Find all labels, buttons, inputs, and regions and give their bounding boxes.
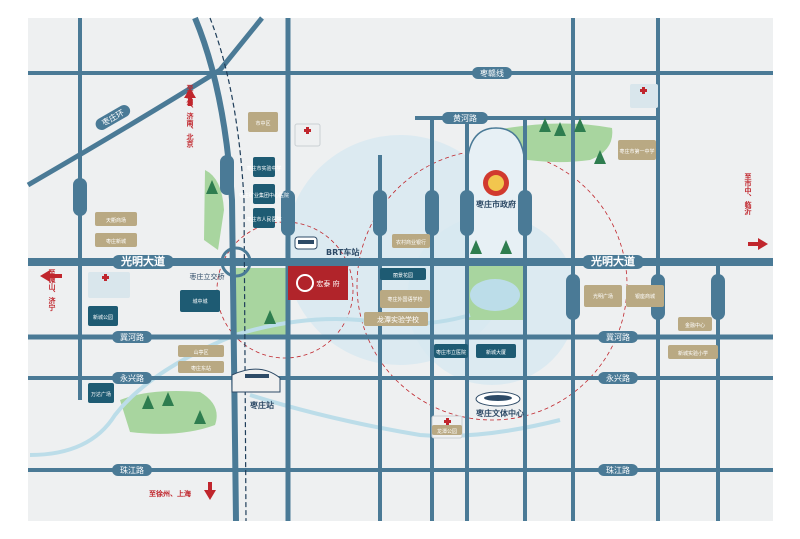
government-emblem-icon: [483, 170, 509, 196]
poi-label: 枣庄市实验中学: [246, 165, 281, 172]
road-label-yongxing-right: 永兴路: [598, 372, 638, 384]
direction-south: 至徐州、上海: [149, 489, 191, 498]
railway: [209, 17, 247, 522]
poi-label: 枣庄矿业集团中心医院: [239, 192, 289, 199]
station-label: 枣庄站: [249, 400, 274, 410]
svg-text:冀河路: 冀河路: [606, 332, 630, 342]
arrow-east-icon: [748, 238, 768, 250]
school-tag: 龙潭实验学校: [364, 312, 428, 326]
road-label-guangming-right: 光明大道: [582, 254, 644, 269]
project-marker[interactable]: 宏泰 府: [288, 266, 348, 300]
poi-label: 山亭区: [193, 349, 208, 356]
stadium-icon: [475, 391, 521, 407]
poi-label: 枣庄外国语学校: [387, 296, 422, 303]
hospital-icon: [102, 87, 647, 425]
poi-label: 新城实验小学: [678, 350, 708, 357]
poi-label: 天衢商场: [106, 217, 126, 224]
train-icon: [231, 368, 281, 393]
poi-label: 枣庄东站: [191, 365, 211, 372]
svg-text:枣赣线: 枣赣线: [480, 68, 504, 78]
poi-label: 银座商城: [635, 293, 655, 300]
poi-label: 枣庄新城: [106, 238, 126, 245]
svg-text:珠江路: 珠江路: [120, 465, 144, 475]
tree-icons: [142, 118, 606, 424]
poi-label: 新城大厦: [486, 349, 506, 356]
svg-text:珠江路: 珠江路: [606, 465, 630, 475]
road-label-huanghe: 黄河路: [442, 112, 488, 124]
arrow-west-icon: [40, 270, 62, 282]
poi-label: 万达广场: [91, 391, 111, 398]
interchange-label: 枣庄立交桥: [190, 272, 225, 281]
arrow-south-icon: [204, 482, 216, 500]
svg-text:龙潭实验学校: 龙潭实验学校: [377, 315, 419, 324]
gov-label: 枣庄市政府: [475, 199, 516, 209]
brt-bus-icon: [294, 236, 318, 250]
poi-label: 金融中心: [685, 322, 705, 329]
poi-label: 丽景花园: [393, 272, 413, 279]
direction-north: 至滕州、济南、北京: [186, 85, 195, 149]
road-label-jihe-right: 冀河路: [598, 331, 638, 343]
poi-label: 枣庄市人民医院: [246, 216, 281, 223]
poi-label: 农村商业银行: [396, 239, 426, 246]
interchange-ring: [220, 246, 252, 278]
road-label-zhujiang-right: 珠江路: [598, 464, 638, 476]
park-southwest: [120, 391, 217, 434]
direction-east: 至市中、临沂: [744, 173, 752, 216]
river-2: [249, 393, 561, 438]
svg-text:永兴路: 永兴路: [606, 373, 630, 383]
poi-label: 枣庄市立医院: [436, 349, 466, 356]
poi-label: 新城公园: [93, 314, 113, 321]
poi-label: 市中区: [255, 120, 270, 127]
svg-text:冀河路: 冀河路: [120, 332, 144, 342]
poi-label: 光明广场: [593, 293, 613, 300]
arrow-north-icon: [184, 88, 196, 106]
svg-text:永兴路: 永兴路: [120, 373, 144, 383]
brt-label: BRT车站: [326, 247, 359, 257]
road-label-top: 枣赣线: [472, 67, 512, 79]
svg-text:光明大道: 光明大道: [120, 254, 165, 268]
poi-label: 城中城: [192, 298, 207, 305]
diagonal-road: [26, 16, 264, 188]
poi-label: 枣庄市第一中学: [619, 148, 654, 155]
road-label-yongxing: 永兴路: [112, 372, 152, 384]
road-label-jihe: 冀河路: [112, 331, 152, 343]
svg-text:光明大道: 光明大道: [590, 254, 635, 268]
poi-label: 龙潭公园: [437, 428, 457, 435]
road-label-zhujiang: 珠江路: [112, 464, 152, 476]
road-label-guangming: 光明大道: [112, 254, 174, 269]
svg-text:宏泰 府: 宏泰 府: [316, 279, 339, 288]
direction-west: 至微山、济宁: [48, 269, 57, 312]
svg-text:黄河路: 黄河路: [453, 113, 477, 123]
lake: [470, 279, 520, 311]
dashed-radius: [356, 149, 628, 421]
sports-label: 枣庄文体中心: [475, 408, 524, 418]
poi-markers: [88, 84, 718, 439]
